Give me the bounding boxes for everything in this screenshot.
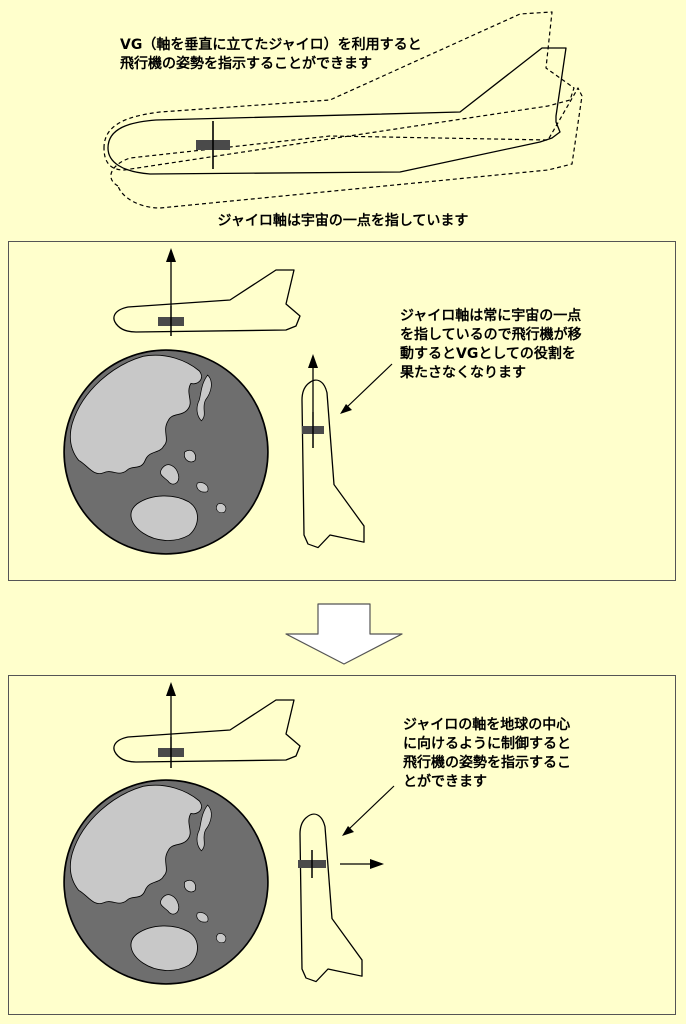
gyro-axis-up-arrow — [166, 248, 176, 306]
panel-2-caption: ジャイロの軸を地球の中心 に向けるように制御すると 飛行機の姿勢を指示するこ と… — [403, 717, 571, 790]
panel-1-illustration — [63, 248, 393, 555]
leader-arrow — [340, 363, 393, 414]
top-illustration — [103, 11, 583, 209]
earth-globe-icon — [63, 779, 269, 985]
airplane-side-view-icon — [113, 699, 301, 763]
panel-gyro-fixed-in-space — [8, 241, 676, 581]
gyroscope-symbol-icon — [158, 737, 184, 768]
down-arrow-icon — [285, 603, 403, 665]
airplane-nose-up-icon — [299, 813, 363, 983]
gyro-axis-right-arrow — [340, 859, 384, 869]
gyroscope-symbol-icon — [302, 412, 324, 448]
earth-globe-icon — [63, 349, 269, 555]
gyroscope-symbol-icon — [158, 306, 184, 336]
airplane-rotated-up-dashed — [103, 11, 575, 171]
gyroscope-symbol-icon — [196, 121, 230, 169]
airplane-nose-up-icon — [301, 379, 365, 549]
airplane-rotated-down-dashed — [110, 87, 583, 209]
leader-arrow — [342, 785, 395, 836]
top-caption: VG（軸を垂直に立てたジャイロ）を利用すると 飛行機の姿勢を指示することができま… — [120, 37, 422, 72]
airplane-side-view-icon — [113, 269, 301, 333]
panel-gyro-erected-to-earth — [8, 675, 676, 1015]
gyroscope-symbol-icon — [298, 850, 326, 878]
panel-1-caption: ジャイロ軸は常に宇宙の一点 を指しているので飛行機が移 動するとVGとしての役割… — [400, 308, 582, 381]
gyro-axis-up-arrow — [308, 354, 318, 412]
airplane-level-solid — [107, 47, 567, 175]
gyro-axis-up-arrow — [166, 682, 176, 737]
gyro-axis-caption: ジャイロ軸は宇宙の一点を指しています — [217, 213, 469, 229]
panel-2-illustration — [63, 682, 395, 985]
